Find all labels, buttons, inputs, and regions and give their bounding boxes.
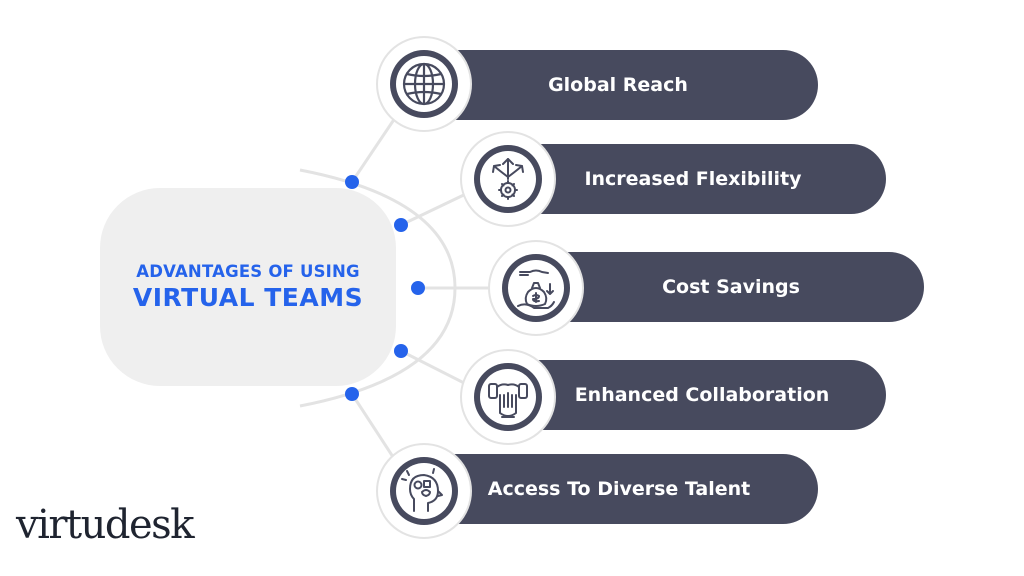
logo-text: virtudesk [16,502,194,548]
connector-dot-5 [345,387,359,401]
center-title-line1: ADVANTAGES OF USING [136,262,360,281]
logo-mark: . [192,530,197,541]
head-ideas-icon [390,457,458,525]
advantage-pill-cost-savings: Cost Savings [518,252,924,322]
advantage-label: Access To Diverse Talent [487,478,751,500]
advantage-label: Global Reach [548,74,688,96]
connector-dot-2 [394,218,408,232]
advantage-pill-enhanced-collaboration: Enhanced Collaboration [490,360,886,430]
connector-dot-3 [411,281,425,295]
hand-money-bag-icon [502,254,570,322]
connector-line-2 [400,190,471,227]
connector-line-4 [400,349,471,388]
joined-hands-icon [474,363,542,431]
connector-line-1 [350,117,397,183]
connector-line-5 [350,393,397,461]
virtudesk-logo: virtudesk. [16,502,196,548]
advantage-icon-ring [376,36,472,132]
globe-icon [390,50,458,118]
advantage-label: Enhanced Collaboration [574,384,830,406]
branching-arrows-gear-icon [474,145,542,213]
advantage-icon-ring [460,131,556,227]
advantage-icon-ring [376,443,472,539]
center-title-box: ADVANTAGES OF USING VIRTUAL TEAMS [100,188,396,386]
advantage-pill-access-to-diverse-talent: Access To Diverse Talent [398,454,818,524]
center-title-line2: VIRTUAL TEAMS [132,283,364,312]
connector-dot-1 [345,175,359,189]
advantage-icon-ring [488,240,584,336]
connector-dot-4 [394,344,408,358]
advantage-icon-ring [460,349,556,445]
advantage-label: Cost Savings [662,276,800,298]
advantage-label: Increased Flexibility [584,168,802,190]
advantage-pill-increased-flexibility: Increased Flexibility [490,144,886,214]
